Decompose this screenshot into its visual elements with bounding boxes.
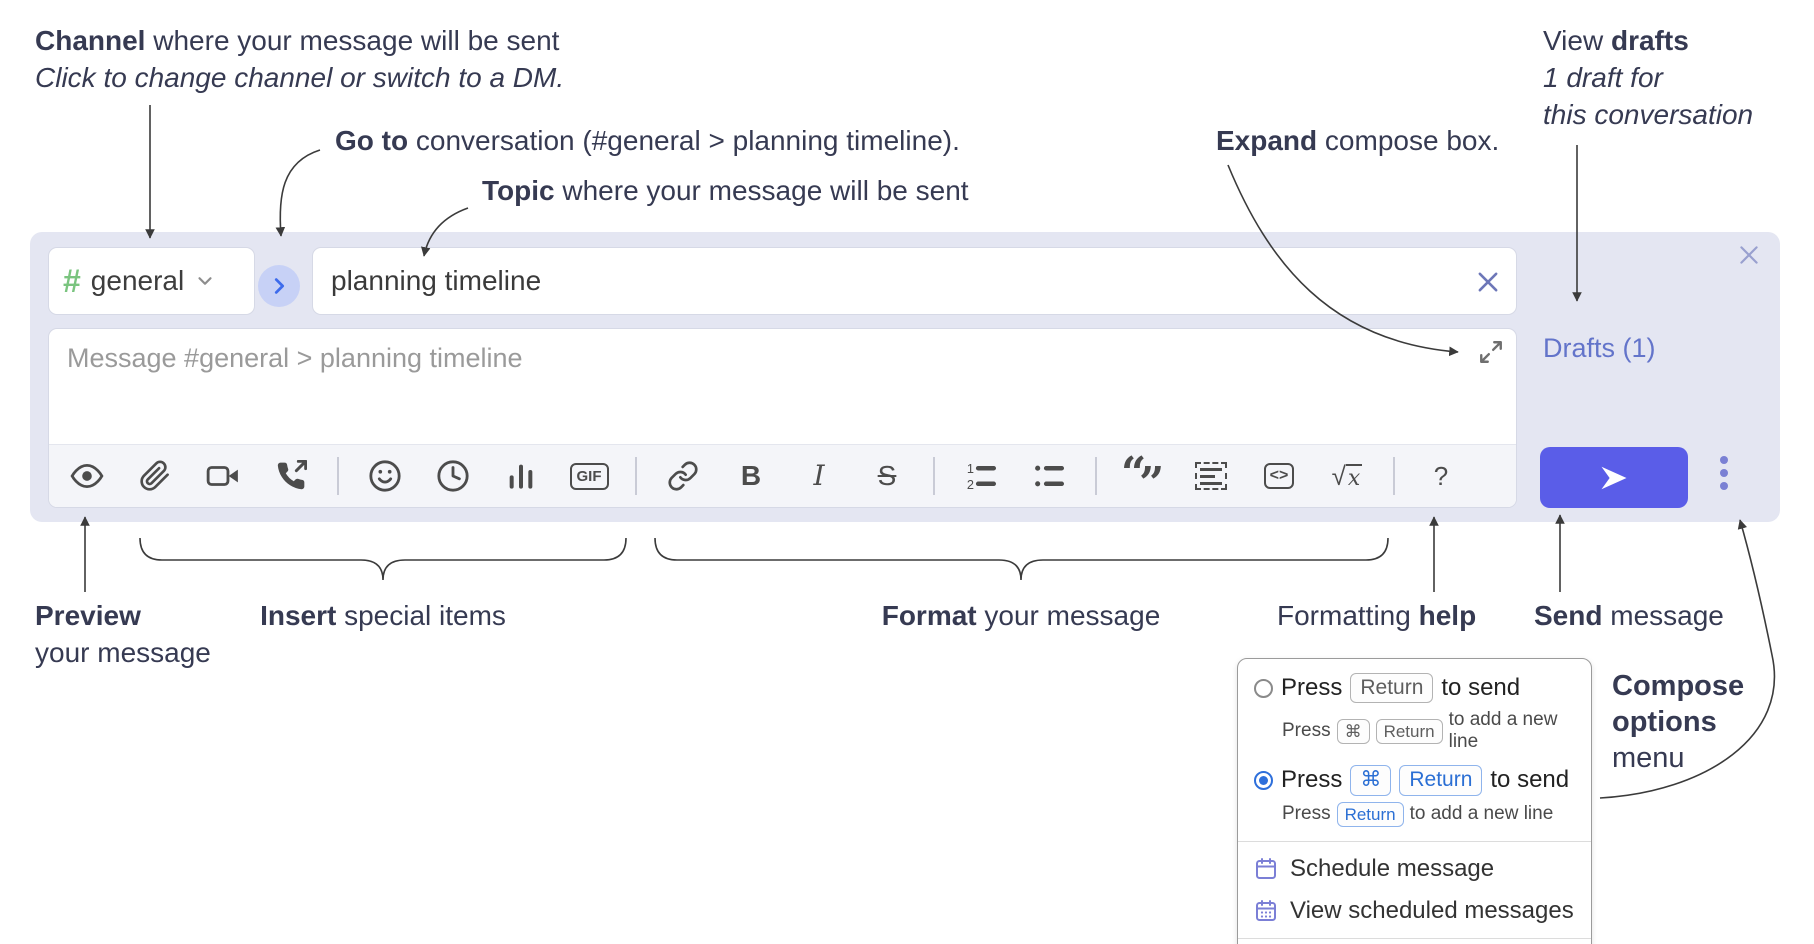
bold-button[interactable]: B <box>729 454 773 498</box>
radio-selected-icon[interactable] <box>1254 770 1273 790</box>
key-cmd: ⌘ <box>1336 718 1370 744</box>
strikethrough-icon: S <box>877 460 897 491</box>
quote-icon: “ ” <box>1121 448 1165 508</box>
option-cmd-enter-to-send[interactable]: Press ⌘ Return to send <box>1238 761 1591 799</box>
annotation-expand: Expand compose box. <box>1216 125 1500 156</box>
topic-input[interactable] <box>313 248 1516 314</box>
message-panel: GIF B I S <box>48 328 1517 508</box>
message-input[interactable] <box>49 329 1516 441</box>
annotation-formatting-help: Formatting help <box>1277 600 1477 631</box>
annotation-topic: Topic where your message will be sent <box>482 175 969 206</box>
bulleted-list-icon <box>1035 465 1065 487</box>
key-return: Return <box>1399 765 1483 796</box>
strikethrough-button[interactable]: S <box>865 454 909 498</box>
compose-toolbar: GIF B I S <box>49 444 1516 507</box>
send-plane-icon <box>1601 466 1627 489</box>
channel-selector[interactable]: # general <box>48 247 255 315</box>
annotation-compose-options: Compose options menu <box>1612 670 1745 774</box>
video-camera-icon <box>206 466 238 486</box>
annotation-preview: Preview your message <box>35 600 211 668</box>
channel-name: general <box>90 265 185 296</box>
italic-icon: I <box>813 459 825 492</box>
compose-box: # general <box>30 232 1780 522</box>
topic-input-wrapper <box>312 247 1517 315</box>
compose-options-popup: Press Return to send Press ⌘ Return to a… <box>1237 658 1592 944</box>
svg-text:2: 2 <box>967 477 974 492</box>
menu-item-view-scheduled-messages[interactable]: View scheduled messages <box>1238 890 1591 932</box>
expand-diagonal-icon <box>1480 341 1502 363</box>
poll-button[interactable] <box>499 454 543 498</box>
key-return: Return <box>1375 718 1443 744</box>
hash-icon: # <box>63 263 81 299</box>
close-compose-button[interactable] <box>1736 242 1762 268</box>
send-button[interactable] <box>1540 447 1688 508</box>
annotation-insert: Insert special items <box>260 600 506 631</box>
numbered-list-icon: 1 2 <box>967 461 997 492</box>
italic-button[interactable]: I <box>797 454 841 498</box>
bar-chart-icon <box>509 464 533 489</box>
annotation-send: Send message <box>1534 600 1724 631</box>
toolbar-divider <box>1095 457 1097 495</box>
toolbar-divider <box>1393 457 1395 495</box>
clear-topic-button[interactable] <box>1474 268 1502 296</box>
bold-icon: B <box>740 460 762 491</box>
drafts-link[interactable]: Drafts (1) <box>1543 333 1656 363</box>
link-button[interactable] <box>661 454 705 498</box>
radio-unselected-icon[interactable] <box>1254 678 1273 698</box>
key-return: Return <box>1336 801 1404 827</box>
expand-compose-button[interactable] <box>1478 339 1504 365</box>
annotation-view-drafts: View drafts 1 draft for this conversatio… <box>1543 25 1754 130</box>
link-icon <box>668 461 698 491</box>
code-button[interactable]: <> <box>1257 454 1301 498</box>
chevron-right-icon <box>274 278 285 294</box>
question-mark-icon: ? <box>1433 461 1449 491</box>
video-call-button[interactable] <box>201 454 245 498</box>
annotation-goto: Go to conversation (#general > planning … <box>335 125 960 156</box>
emoji-button[interactable] <box>363 454 407 498</box>
gif-icon: GIF <box>569 462 609 490</box>
key-return: Return <box>1350 673 1434 704</box>
popup-divider <box>1238 840 1591 842</box>
voice-call-button[interactable] <box>269 454 313 498</box>
phone-outgoing-icon <box>277 460 307 490</box>
popup-divider <box>1238 937 1591 939</box>
menu-item-schedule-message[interactable]: Schedule message <box>1238 848 1591 890</box>
x-icon <box>1740 246 1758 264</box>
option-enter-to-send[interactable]: Press Return to send <box>1238 669 1591 707</box>
calendar-icon <box>1256 857 1276 879</box>
spoiler-icon <box>1195 462 1227 490</box>
option-enter-to-send-subtext: Press ⌘ Return to add a new line <box>1282 709 1558 753</box>
gif-button[interactable]: GIF <box>567 454 611 498</box>
chevron-down-icon <box>198 277 212 285</box>
paperclip-icon <box>140 460 169 491</box>
go-to-conversation-button[interactable] <box>258 265 300 307</box>
time-button[interactable] <box>431 454 475 498</box>
quote-button[interactable]: “ ” <box>1121 448 1165 508</box>
toolbar-divider <box>337 457 339 495</box>
code-icon: <> <box>1263 463 1295 489</box>
math-button[interactable]: √x <box>1325 454 1369 498</box>
bulleted-list-button[interactable] <box>1027 454 1071 498</box>
message-formatting-help-button[interactable]: ? <box>1419 454 1463 498</box>
math-icon: √x <box>1331 460 1363 491</box>
compose-options-menu-button[interactable] <box>1720 456 1728 490</box>
calendar-grid-icon <box>1256 899 1276 921</box>
clock-icon <box>437 460 469 492</box>
eye-icon <box>70 463 104 489</box>
numbered-list-button[interactable]: 1 2 <box>959 454 1003 498</box>
annotation-channel: Channel where your message will be sent … <box>35 25 565 93</box>
x-icon <box>1478 272 1498 292</box>
option-cmd-enter-to-send-subtext: Press Return to add a new line <box>1238 800 1591 835</box>
spoiler-button[interactable] <box>1189 454 1233 498</box>
svg-text:1: 1 <box>967 461 974 476</box>
toolbar-divider <box>635 457 637 495</box>
toolbar-divider <box>933 457 935 495</box>
attach-file-button[interactable] <box>133 454 177 498</box>
key-cmd: ⌘ <box>1350 765 1392 796</box>
annotation-format: Format your message <box>881 600 1161 631</box>
preview-button[interactable] <box>65 454 109 498</box>
smiley-icon <box>369 460 401 492</box>
